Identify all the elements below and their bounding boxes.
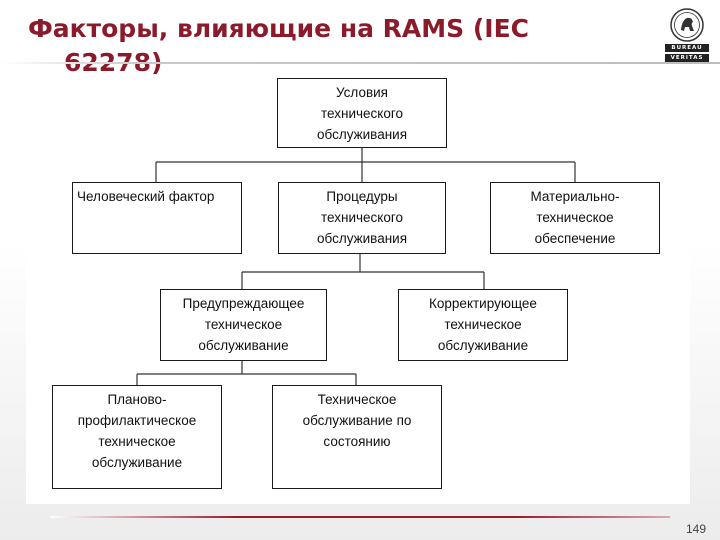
node-preventive-maintenance-label: Предупреждающее техническое обслуживание: [182, 296, 305, 353]
node-corrective-maintenance: Корректирующее техническое обслуживание: [398, 289, 568, 361]
node-human-factor: Человеческий фактор: [72, 182, 242, 254]
node-logistics-support: Материально- техническое обеспечение: [490, 182, 660, 254]
node-maintenance-conditions: Условия технического обслуживания: [277, 78, 447, 148]
node-maintenance-procedures-label: Процедуры технического обслуживания: [316, 189, 408, 246]
node-condition-based-label: Техническое обслуживание по состоянию: [302, 392, 412, 449]
node-maintenance-procedures: Процедуры технического обслуживания: [278, 182, 446, 254]
title-divider: [0, 62, 720, 64]
bureau-veritas-logo: BUREAU VERITAS: [664, 8, 710, 70]
node-condition-based: Техническое обслуживание по состоянию: [272, 385, 442, 489]
node-maintenance-conditions-label: Условия технического обслуживания: [316, 85, 408, 142]
lion-emblem-icon: [670, 8, 704, 42]
node-human-factor-label: Человеческий фактор: [77, 189, 215, 204]
footer-divider: [50, 516, 670, 518]
node-preventive-maintenance: Предупреждающее техническое обслуживание: [160, 289, 327, 361]
page-number: 149: [685, 522, 706, 536]
slide-title: Факторы, влияющие на RAMS (IEC 62278): [28, 12, 628, 80]
node-logistics-support-label: Материально- техническое обеспечение: [530, 189, 620, 246]
title-line-1: Факторы, влияющие на RAMS (IEC: [28, 14, 530, 43]
node-corrective-maintenance-label: Корректирующее техническое обслуживание: [429, 296, 537, 353]
logo-word-top: BUREAU: [665, 44, 709, 52]
node-scheduled-preventive-label: Планово- профилактическое техническое об…: [77, 392, 197, 470]
node-scheduled-preventive: Планово- профилактическое техническое об…: [52, 385, 222, 489]
logo-word-bottom: VERITAS: [665, 54, 709, 62]
